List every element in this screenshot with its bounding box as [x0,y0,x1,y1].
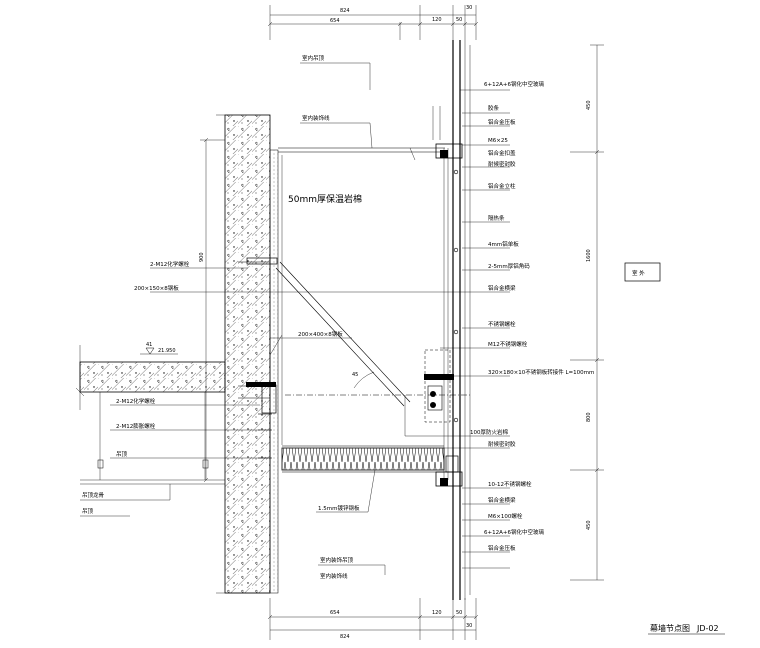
fire-stop-band [281,445,445,473]
curtain-wall-frame [432,40,471,600]
callout-right-4: M6×25 [488,138,508,144]
callout-right-20: 6+12A+6钢化中空玻璃 [484,528,544,536]
callout-left-10: 吊顶 [82,508,94,515]
dim-top-interior: 654 [330,18,340,24]
drawing-title: 幕墙节点图 [650,623,690,633]
dim-left-height: 900 [199,252,205,262]
floor-slab [75,345,226,517]
callout-right-8: 隔热条 [488,214,505,222]
concrete-wall [216,114,279,594]
legend-box-label: 室 外 [632,269,645,277]
steel-bracket [246,257,411,414]
right-leader-lines [286,89,510,569]
bottom-callout-leaders [318,564,386,575]
dim-right-4: 450 [586,520,592,530]
callout-right-16: 耐候密封胶 [488,440,516,448]
interior-ceiling [278,147,445,161]
callout-right-2: 胶条 [488,104,500,112]
wall-bolts [238,261,272,459]
callout-right-12: 不锈钢螺栓 [488,320,516,328]
top-dimension-chain [267,5,479,40]
dim-right-1: 450 [586,100,592,110]
dim-bottom-profile: 50 [456,610,462,616]
bottom-dimension-chain [267,598,479,640]
floor-mark: 41 [146,342,152,348]
callout-right-6: 耐候密封胶 [488,160,516,168]
callout-right-10: 2-5mm厚铝角码 [488,262,530,270]
angle-mark: 45 [352,372,358,378]
callout-bottom-1: 室内装饰吊顶 [320,556,354,564]
callout-left-9: 吊顶龙骨 [82,491,105,499]
callout-left-3: 2-M12化学螺栓 [150,260,190,268]
callout-right-3: 铝合金压板 [488,118,516,126]
left-leader-lines [110,62,373,459]
callout-left-7: 2-M12膨胀螺栓 [116,422,156,430]
callout-right-7: 铝合金立柱 [488,182,516,190]
dim-bottom-interior: 654 [330,610,340,616]
callout-right-15: 100厚防火岩棉 [470,428,508,436]
callout-left-6: 2-M12化学螺栓 [116,397,156,405]
left-dimension [200,137,225,483]
dim-bottom-frame: 120 [432,610,442,616]
callout-right-21: 铝合金压板 [488,544,516,552]
dim-top-frame: 120 [432,17,442,23]
callout-left-4: 200×150×8钢板 [134,284,179,292]
fireproof-leader [367,469,376,513]
legend-box [624,262,661,282]
dim-top-glass: 30 [466,5,472,11]
right-dimension-chain [570,44,604,581]
callout-right-1: 6+12A+6钢化中空玻璃 [484,80,544,88]
callout-right-17: 10-12不锈钢螺栓 [488,480,532,488]
dim-top-profile: 50 [456,17,462,23]
floor-level: 21.950 [158,348,176,354]
callout-right-5: 铝合金扣盖 [488,149,516,157]
callout-right-14: 320×180×10不锈钢板转接件 L=100mm [488,368,594,376]
drawing-number: JD-02 [696,624,719,633]
callout-right-11: 铝合金横梁 [488,284,516,292]
callout-right-9: 4mm铝单板 [488,240,519,248]
callout-left-5: 200×400×8钢板 [298,330,343,338]
callout-left-2: 室内装饰线 [302,114,330,122]
insulation-label: 50mm厚保温岩棉 [288,193,362,205]
callout-right-19: M6×100螺栓 [488,512,523,520]
fireproof-strip-label: 1.5mm镀锌钢板 [318,504,360,512]
callout-left-8: 吊顶 [116,451,128,458]
dim-bottom-glass: 30 [466,623,472,629]
dim-right-3: 800 [586,412,592,422]
callout-left-1: 室内吊顶 [302,54,325,62]
callout-bottom-2: 室内装饰线 [320,572,348,580]
transfer-connector [424,349,454,423]
dim-top-overall: 824 [340,8,350,14]
callout-right-18: 铝合金横梁 [488,496,516,504]
floor-level-marker [140,347,178,355]
callout-right-13: M12不锈钢螺栓 [488,340,528,348]
dim-right-2: 1600 [586,249,592,262]
dim-bottom-overall: 824 [340,634,350,640]
